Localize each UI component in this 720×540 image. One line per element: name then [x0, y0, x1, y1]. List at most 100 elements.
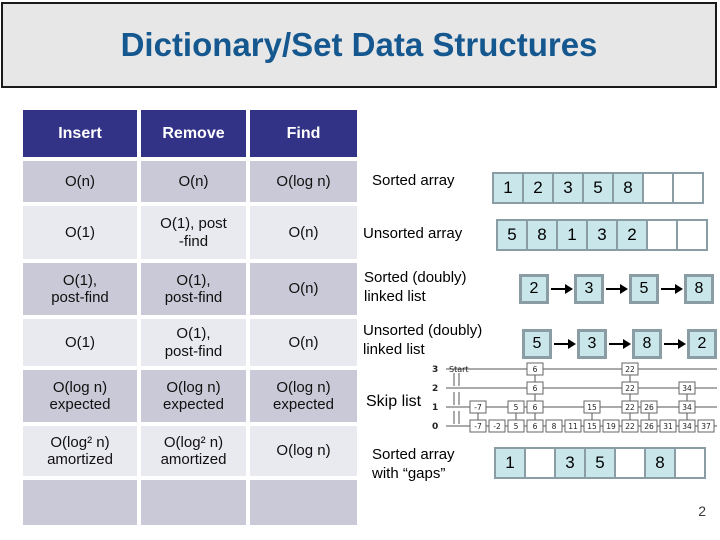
table-cell: O(log n) expected — [250, 370, 357, 422]
list-node: 3 — [577, 329, 607, 359]
list-node: 5 — [629, 274, 659, 304]
table-cell: O(1) — [23, 206, 137, 259]
svg-text:15: 15 — [587, 422, 597, 431]
array-cell: 8 — [612, 172, 644, 204]
array-cell: 3 — [552, 172, 584, 204]
svg-text:34: 34 — [682, 422, 692, 431]
svg-text:19: 19 — [606, 422, 616, 431]
svg-text:22: 22 — [625, 403, 635, 412]
array-cell: 8 — [644, 447, 676, 479]
table-cell: O(1), post-find — [141, 263, 246, 315]
array-cell: 5 — [496, 219, 528, 251]
array-cell: 1 — [492, 172, 524, 204]
svg-text:15: 15 — [587, 403, 597, 412]
table-cell — [250, 480, 357, 525]
array-cell — [642, 172, 674, 204]
right-arrow-icon — [551, 284, 573, 294]
right-arrow-icon — [661, 284, 683, 294]
table-cell: O(n) — [250, 206, 357, 259]
svg-text:6: 6 — [533, 365, 538, 374]
table-cell: O(1), post-find — [23, 263, 137, 315]
svg-text:34: 34 — [682, 384, 692, 393]
svg-text:6: 6 — [533, 422, 538, 431]
array-cell: 1 — [556, 219, 588, 251]
table-cell — [141, 480, 246, 525]
title-band: Dictionary/Set Data Structures — [1, 2, 717, 88]
svg-text:26: 26 — [644, 422, 654, 431]
array-cell — [524, 447, 556, 479]
table-cell: O(log n) expected — [23, 370, 137, 422]
svg-text:-7: -7 — [474, 422, 482, 431]
table-cell: O(log² n) amortized — [23, 426, 137, 476]
structure-label-sorted-array: Sorted array — [372, 172, 455, 189]
table-cell: O(log n) expected — [141, 370, 246, 422]
table-cell: O(n) — [23, 161, 137, 202]
svg-text:-2: -2 — [493, 422, 501, 431]
svg-text:2: 2 — [432, 384, 438, 394]
right-arrow-icon — [554, 339, 576, 349]
array-cell — [614, 447, 646, 479]
table-cell — [23, 480, 137, 525]
svg-text:3: 3 — [432, 365, 438, 375]
array-cell: 3 — [554, 447, 586, 479]
table-header-cell: Remove — [141, 110, 246, 157]
page-title: Dictionary/Set Data Structures — [120, 26, 598, 63]
svg-text:37: 37 — [701, 422, 711, 431]
array-cell — [676, 219, 708, 251]
list-node: 2 — [519, 274, 549, 304]
svg-text:0: 0 — [432, 422, 438, 432]
page-number: 2 — [698, 503, 706, 519]
array-cell: 5 — [582, 172, 614, 204]
structure-label-sorted-linked-list: Sorted (doubly) linked list — [364, 269, 467, 305]
svg-text:6: 6 — [533, 384, 538, 393]
svg-text:34: 34 — [682, 403, 692, 412]
svg-text:11: 11 — [568, 422, 578, 431]
svg-text:5: 5 — [514, 403, 519, 412]
svg-text:22: 22 — [625, 422, 635, 431]
array-cell — [672, 172, 704, 204]
svg-text:-7: -7 — [474, 403, 482, 412]
array-cell: 3 — [586, 219, 618, 251]
array-cell: 2 — [616, 219, 648, 251]
table-cell: O(log² n) amortized — [141, 426, 246, 476]
list-node: 8 — [684, 274, 714, 304]
svg-text:6: 6 — [533, 403, 538, 412]
list-node: 5 — [522, 329, 552, 359]
table-header-cell: Find — [250, 110, 357, 157]
right-arrow-icon — [664, 339, 686, 349]
svg-text:1: 1 — [432, 403, 438, 413]
svg-text:26: 26 — [644, 403, 654, 412]
table-cell: O(log n) — [250, 161, 357, 202]
array-cell — [674, 447, 706, 479]
array-cell: 5 — [584, 447, 616, 479]
svg-text:8: 8 — [552, 422, 557, 431]
table-cell: O(log n) — [250, 426, 357, 476]
right-arrow-icon — [606, 284, 628, 294]
array-cell — [646, 219, 678, 251]
table-cell: O(1) — [23, 319, 137, 366]
svg-text:22: 22 — [625, 384, 635, 393]
table-cell: O(n) — [250, 319, 357, 366]
right-arrow-icon — [609, 339, 631, 349]
structure-label-skip-list: Skip list — [366, 393, 422, 410]
list-node: 2 — [687, 329, 717, 359]
structure-label-unsorted-linked-list: Unsorted (doubly) linked list — [363, 322, 483, 358]
svg-text:31: 31 — [663, 422, 673, 431]
table-cell: O(n) — [141, 161, 246, 202]
array-cell: 2 — [522, 172, 554, 204]
array-cell: 1 — [494, 447, 526, 479]
table-cell: O(1), post-find — [141, 319, 246, 366]
svg-text:Start: Start — [449, 365, 469, 374]
table-cell: O(1), post -find — [141, 206, 246, 259]
table-cell: O(n) — [250, 263, 357, 315]
svg-text:5: 5 — [514, 422, 519, 431]
svg-text:22: 22 — [625, 365, 635, 374]
table-header-cell: Insert — [23, 110, 137, 157]
